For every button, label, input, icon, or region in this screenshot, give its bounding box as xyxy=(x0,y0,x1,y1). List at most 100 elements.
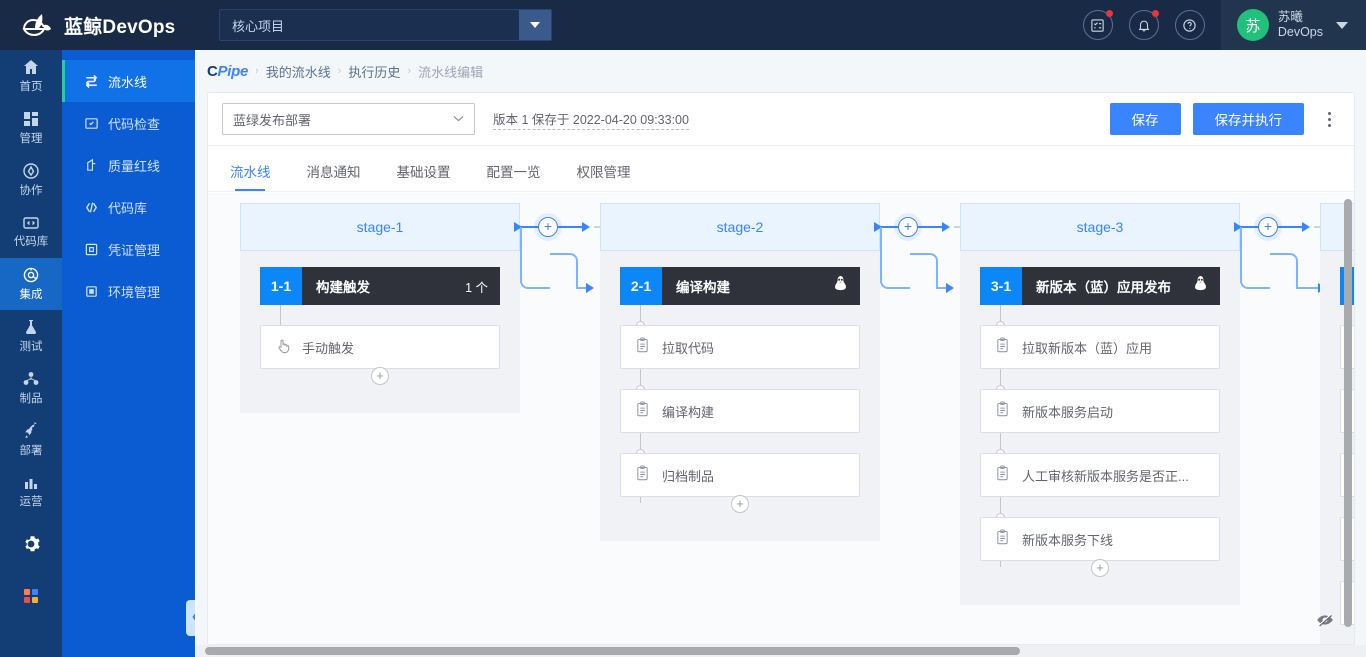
tab-basic-settings[interactable]: 基础设置 xyxy=(396,165,451,180)
dashboard-icon xyxy=(22,110,40,128)
rail-item-operation[interactable]: 运营 xyxy=(0,466,62,518)
job-2-1[interactable]: 2-1 编译构建 xyxy=(620,267,860,305)
breadcrumb-separator: › xyxy=(255,65,259,77)
task-archive-artifact[interactable]: 归档制品 xyxy=(620,453,860,497)
collaboration-icon xyxy=(22,162,40,180)
task-label: 拉取代码 xyxy=(662,340,715,356)
add-task-button[interactable]: + xyxy=(731,495,749,513)
job-name: 构建触发 xyxy=(316,280,370,295)
sidebar-item-code-library[interactable]: 代码库 xyxy=(62,186,195,228)
rail-label: 部署 xyxy=(19,445,43,457)
rail-item-artifact[interactable]: 制品 xyxy=(0,362,62,414)
user-menu[interactable]: 苏 苏曦 DevOps xyxy=(1220,0,1366,50)
task-label: 手动触发 xyxy=(302,340,355,356)
stage-link-arrow xyxy=(1234,222,1242,232)
save-and-run-button[interactable]: 保存并执行 xyxy=(1192,103,1304,135)
job-link-arrow xyxy=(946,283,954,293)
sidebar-item-code-check[interactable]: 代码检查 xyxy=(62,102,195,144)
project-selector[interactable]: 核心项目 xyxy=(219,9,552,41)
pipeline-canvas[interactable]: stage-1 1-1 构建触发 1 个 xyxy=(208,193,1354,644)
rail-item-settings[interactable] xyxy=(0,518,62,570)
rail-item-code-repo[interactable]: 代码库 xyxy=(0,206,62,258)
task-new-version-offline[interactable]: 新版本服务下线 xyxy=(980,517,1220,561)
version-save-info: 版本 1 保存于 2022-04-20 09:33:00 xyxy=(493,109,689,130)
save-button[interactable]: 保存 xyxy=(1109,103,1181,135)
job-meta xyxy=(1193,275,1220,297)
rail-item-test[interactable]: 测试 xyxy=(0,310,62,362)
job-link-in-3 xyxy=(910,253,938,289)
brand-logo-area[interactable]: 蓝鲸DevOps xyxy=(0,0,195,50)
pipeline-selector[interactable]: 蓝绿发布部署 xyxy=(222,103,475,135)
clipboard-icon xyxy=(995,529,1010,549)
tab-permissions[interactable]: 权限管理 xyxy=(576,165,631,180)
sidebar-item-label: 凭证管理 xyxy=(108,242,161,258)
stage-link-arrow xyxy=(582,222,590,232)
sidebar-item-label: 代码库 xyxy=(108,200,148,216)
add-task-button[interactable]: + xyxy=(371,367,389,385)
canvas-vertical-scrollbar[interactable] xyxy=(1344,199,1352,627)
job-1-1[interactable]: 1-1 构建触发 1 个 xyxy=(260,267,500,305)
sidebar-item-quality-gate[interactable]: 质量红线 xyxy=(62,144,195,186)
sidebar-item-label: 代码检查 xyxy=(108,116,161,132)
rail-label: 代码库 xyxy=(13,236,49,248)
tab-notifications[interactable]: 消息通知 xyxy=(306,165,361,180)
job-3-1[interactable]: 3-1 新版本（蓝）应用发布 xyxy=(980,267,1220,305)
linux-penguin-icon xyxy=(833,275,848,297)
header-actions: 苏 苏曦 DevOps xyxy=(1082,0,1366,50)
task-pull-code[interactable]: 拉取代码 xyxy=(620,325,860,369)
help-icon[interactable] xyxy=(1174,10,1205,40)
tab-config-overview[interactable]: 配置一览 xyxy=(486,165,541,180)
linux-penguin-icon xyxy=(1193,275,1208,297)
sidebar-item-environment[interactable]: 环境管理 xyxy=(62,270,195,312)
avatar: 苏 xyxy=(1236,9,1269,41)
job-index: 2-1 xyxy=(620,267,662,305)
pipeline-selector-value: 蓝绿发布部署 xyxy=(233,112,312,128)
breadcrumb-item-exec-history[interactable]: 执行历史 xyxy=(348,64,401,80)
rail-item-manage[interactable]: 管理 xyxy=(0,102,62,154)
bell-icon[interactable] xyxy=(1128,10,1159,40)
horizontal-scrollbar-track[interactable] xyxy=(195,645,1366,657)
kebab-menu-icon[interactable] xyxy=(1318,103,1340,135)
task-new-version-start[interactable]: 新版本服务启动 xyxy=(980,389,1220,433)
rail-item-integration[interactable]: 集成 xyxy=(0,258,62,310)
breadcrumb-item-my-pipelines[interactable]: 我的流水线 xyxy=(265,64,331,80)
sidebar-item-pipeline[interactable]: 流水线 xyxy=(62,60,195,102)
sidebar-item-label: 质量红线 xyxy=(108,158,161,174)
code-library-icon xyxy=(84,200,99,215)
add-task-button[interactable]: + xyxy=(1091,559,1109,577)
task-pull-new-version[interactable]: 拉取新版本（蓝）应用 xyxy=(980,325,1220,369)
tab-pipeline[interactable]: 流水线 xyxy=(230,161,271,191)
task-compile-build[interactable]: 编译构建 xyxy=(620,389,860,433)
rail-item-apps[interactable] xyxy=(0,570,62,622)
toggle-visibility-button[interactable] xyxy=(1312,609,1338,635)
stage-header[interactable]: stage-3 xyxy=(960,203,1240,251)
stage-header[interactable]: stage-1 xyxy=(240,203,520,251)
sidebar-item-credentials[interactable]: 凭证管理 xyxy=(62,228,195,270)
rail-label: 集成 xyxy=(19,289,43,301)
stage-header[interactable]: stage-2 xyxy=(600,203,880,251)
chevron-down-icon[interactable] xyxy=(1336,21,1348,29)
pipeline-icon xyxy=(84,74,99,89)
stage-link-arrow xyxy=(942,222,950,232)
rail-item-deploy[interactable]: 部署 xyxy=(0,414,62,466)
task-connector xyxy=(1000,305,1001,567)
rocket-icon xyxy=(22,422,40,440)
sidebar-item-label: 流水线 xyxy=(108,74,148,90)
horizontal-scrollbar-thumb[interactable] xyxy=(205,647,1020,655)
stage-2: stage-2 2-1 编译构建 xyxy=(600,203,880,541)
stage-body: 3-1 新版本（蓝）应用发布 xyxy=(960,251,1240,605)
chevron-down-icon[interactable] xyxy=(519,10,551,40)
task-manual-trigger[interactable]: 手动触发 xyxy=(260,325,500,369)
job-link-seg xyxy=(1296,287,1320,289)
artifact-icon xyxy=(22,370,40,388)
rail-item-home[interactable]: 首页 xyxy=(0,50,62,102)
task-label: 新版本服务启动 xyxy=(1022,404,1114,420)
rail-item-collaboration[interactable]: 协作 xyxy=(0,154,62,206)
task-manual-review[interactable]: 人工审核新版本服务是否正... xyxy=(980,453,1220,497)
stage-link-2-3b xyxy=(918,226,948,228)
tasks-icon[interactable] xyxy=(1082,10,1113,40)
whale-logo-icon xyxy=(22,12,56,38)
rail-label: 制品 xyxy=(19,393,43,405)
cpipe-logo[interactable]: CPipe xyxy=(207,62,249,80)
task-connector xyxy=(280,305,281,325)
